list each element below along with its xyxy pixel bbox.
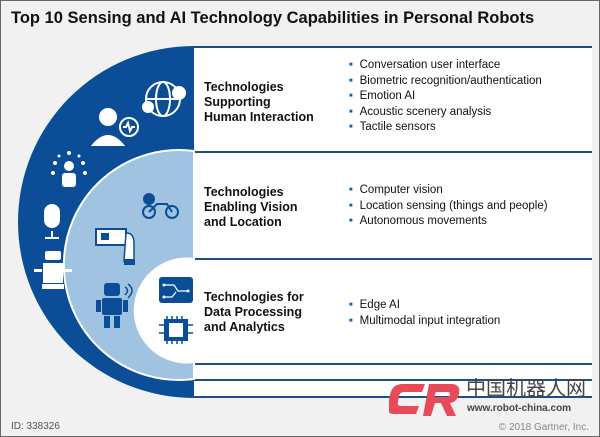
document-id: ID: 338326: [11, 421, 60, 432]
row-title: Technologies for Data Processing and Ana…: [204, 290, 304, 334]
item-list: Edge AI Multimodal input integration: [349, 298, 501, 330]
emotion-person-icon: [51, 151, 87, 187]
row-data-processing: Technologies for Data Processing and Ana…: [194, 258, 592, 363]
location-bike-icon: [142, 193, 179, 219]
list-item: Biometric recognition/authentication: [349, 74, 542, 90]
list-item: Edge AI: [349, 298, 500, 314]
list-item: Emotion AI: [349, 89, 542, 105]
watermark-url: www.robot-china.com: [467, 403, 572, 414]
circuit-board-icon: [159, 277, 193, 303]
row-human-interaction: Technologies Supporting Human Interactio…: [194, 46, 592, 151]
person-voice-icon: [90, 108, 139, 146]
copyright: © 2018 Gartner, Inc.: [498, 422, 589, 433]
humanoid-robot-icon: [96, 283, 133, 328]
chip-icon: [159, 316, 193, 344]
item-list: Computer vision Location sensing (things…: [349, 183, 548, 230]
list-item: Tactile sensors: [349, 120, 542, 136]
item-list: Conversation user interface Biometric re…: [349, 58, 542, 136]
row-title: Technologies Supporting Human Interactio…: [204, 80, 314, 124]
watermark-cn: 中国机器人网: [466, 378, 586, 400]
service-robot-icon: [34, 251, 72, 289]
row-empty: [194, 363, 592, 379]
watermark-logo: [389, 384, 460, 416]
row-vision-location: Technologies Enabling Vision and Locatio…: [194, 151, 592, 258]
row-title: Technologies Enabling Vision and Locatio…: [204, 185, 298, 229]
microphone-icon: [44, 204, 60, 239]
list-item: Location sensing (things and people): [349, 199, 548, 215]
hand-card-icon: [95, 228, 135, 265]
list-item: Conversation user interface: [349, 58, 542, 74]
globe-people-icon: [142, 81, 186, 117]
list-item: Multimodal input integration: [349, 314, 501, 330]
list-item: Computer vision: [349, 183, 548, 199]
list-item: Autonomous movements: [349, 214, 548, 230]
list-item: Acoustic scenery analysis: [349, 105, 542, 121]
page-title: Top 10 Sensing and AI Technology Capabil…: [11, 9, 535, 27]
